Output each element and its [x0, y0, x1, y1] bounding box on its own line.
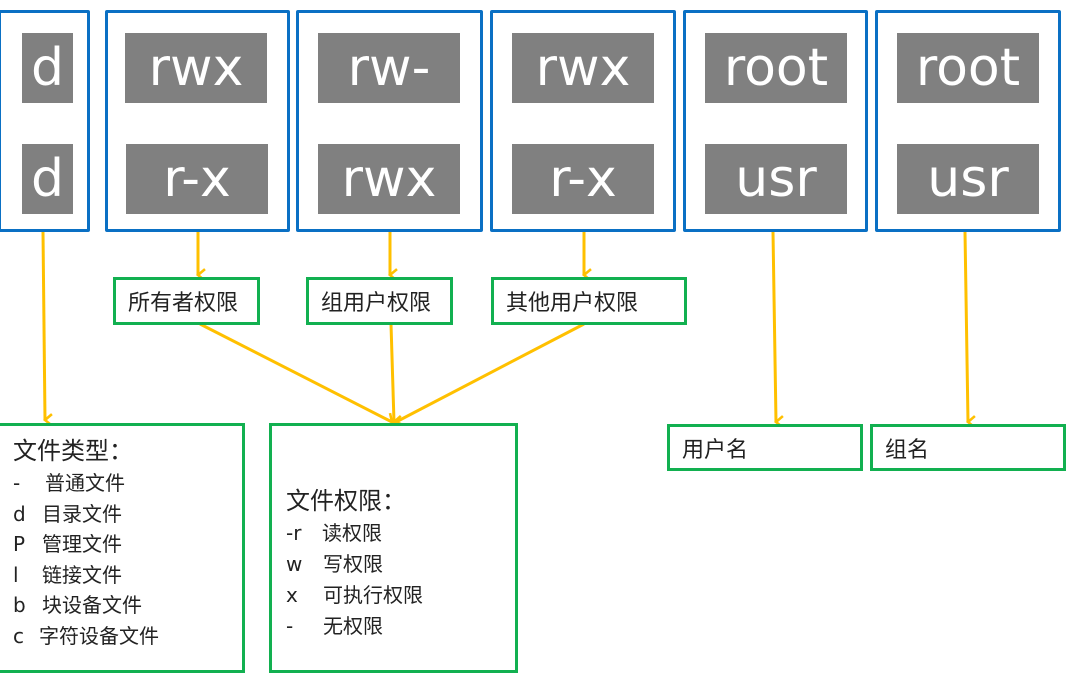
- column-groupname: root usr: [875, 10, 1061, 232]
- cell-group-bottom: rwx: [318, 144, 460, 214]
- label-others-permission: 其他用户权限: [491, 277, 687, 325]
- permission-item: -无权限: [286, 614, 383, 638]
- label-group-permission: 组用户权限: [306, 277, 453, 325]
- cell-group-top: rw-: [318, 33, 460, 103]
- cell-others-bottom: r-x: [512, 144, 654, 214]
- arrow-ownerlabel-to-perms: [199, 322, 401, 424]
- cell-user-bottom: usr: [705, 144, 847, 214]
- column-type: d d: [0, 10, 90, 232]
- cell-owner-top: rwx: [125, 33, 267, 103]
- cell-groupname-bottom: usr: [897, 144, 1039, 214]
- arrow-groupcol-to-groupname: [963, 231, 976, 429]
- file-permissions-title: 文件权限：: [286, 487, 406, 515]
- cell-owner-bottom: r-x: [126, 144, 268, 214]
- label-username: 用户名: [667, 424, 863, 471]
- arrow-user-to-username: [771, 231, 784, 429]
- arrow-grouplabel-to-perms: [389, 323, 402, 429]
- cell-others-top: rwx: [512, 33, 654, 103]
- cell-user-top: root: [705, 33, 847, 103]
- file-types-title: 文件类型：: [13, 437, 133, 465]
- column-others-permissions: rwx r-x: [490, 10, 676, 232]
- column-owner-permissions: rwx r-x: [105, 10, 290, 232]
- label-owner-permission-text: 所有者权限: [128, 291, 239, 316]
- label-groupname-text: 组名: [885, 437, 930, 463]
- cell-type-bottom: d: [22, 144, 73, 214]
- cell-type-top: d: [22, 33, 73, 103]
- label-group-permission-text: 组用户权限: [321, 291, 432, 316]
- arrow-otherslabel-to-perms: [392, 322, 585, 432]
- label-others-permission-text: 其他用户权限: [506, 291, 639, 316]
- file-type-item: -普通文件: [13, 471, 125, 495]
- label-groupname: 组名: [870, 424, 1066, 471]
- cell-groupname-top: root: [897, 33, 1039, 103]
- label-owner-permission: 所有者权限: [113, 277, 260, 325]
- column-user: root usr: [683, 10, 868, 232]
- label-username-text: 用户名: [682, 437, 749, 463]
- arrow-type-to-filetypes: [41, 231, 53, 427]
- column-group-permissions: rw- rwx: [296, 10, 483, 232]
